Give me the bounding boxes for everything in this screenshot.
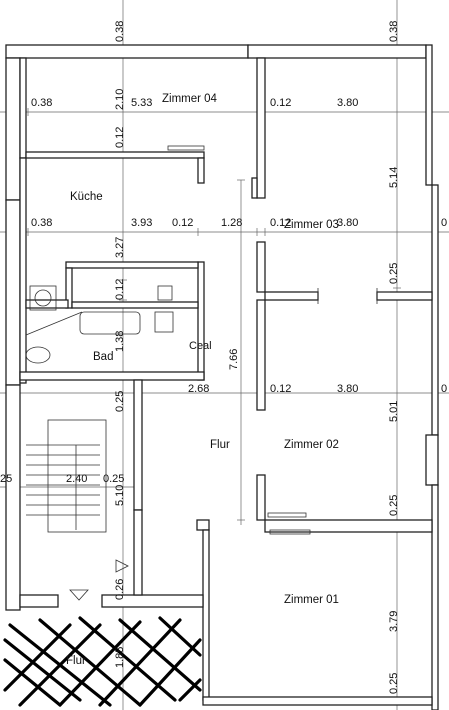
dim-012-vertical-1: 0.12 xyxy=(114,127,126,148)
hatched-area xyxy=(3,616,202,707)
room-label-flur-lower: Flur xyxy=(66,655,86,667)
room-label-flur: Flur xyxy=(210,439,230,451)
dim-510: 5.10 xyxy=(114,485,126,506)
dim-380-zimmer-04: 3.80 xyxy=(337,97,358,109)
dim-138: 1.38 xyxy=(114,331,126,352)
dim-514: 5.14 xyxy=(388,167,400,188)
room-label-zimmer-02: Zimmer 02 xyxy=(284,439,339,451)
staircase xyxy=(26,419,107,533)
dim-128: 1.28 xyxy=(221,217,242,229)
dim-026: 0.26 xyxy=(114,579,126,600)
dim-393: 3.93 xyxy=(131,217,152,229)
dim-038-top-left: 0.38 xyxy=(114,21,126,42)
dim-012-zimmer-04: 0.12 xyxy=(270,97,291,109)
dim-025-flur: 0.25 xyxy=(114,391,126,412)
dim-379: 3.79 xyxy=(388,611,400,632)
room-label-zimmer-01: Zimmer 01 xyxy=(284,594,339,606)
room-label-kueche: Küche xyxy=(70,191,103,203)
dim-327: 3.27 xyxy=(114,237,126,258)
dim-766: 7.66 xyxy=(228,349,240,370)
dim-025-stair: 0.25 xyxy=(103,473,124,485)
dim-038-top-right: 0.38 xyxy=(388,21,400,42)
dim-025-zimmer-03: 0.25 xyxy=(388,263,400,284)
dim-012-kueche: 0.12 xyxy=(172,217,193,229)
dim-185: 1.85 xyxy=(114,647,126,668)
dim-240: 2.40 xyxy=(66,473,87,485)
dim-025-zimmer-01: 0.25 xyxy=(388,495,400,516)
dim-edge-0-a: 0 xyxy=(441,217,447,229)
dim-268: 2.68 xyxy=(188,383,209,395)
dim-038-left-2: 0.38 xyxy=(31,217,52,229)
dim-210: 2.10 xyxy=(114,89,126,110)
dim-012-zimmer-02: 0.12 xyxy=(270,383,291,395)
dim-380-zimmer-03: 3.80 xyxy=(337,217,358,229)
room-label-zimmer-03: Zimmer 03 xyxy=(284,219,339,231)
dim-edge-0-b: 0 xyxy=(441,383,447,395)
dim-533: 5.33 xyxy=(131,97,152,109)
door-swings xyxy=(69,145,390,601)
dim-380-zimmer-02: 3.80 xyxy=(337,383,358,395)
dim-012-vertical-2: 0.12 xyxy=(114,279,126,300)
dim-025-bottom: 0.25 xyxy=(388,673,400,694)
room-label-zimmer-04: Zimmer 04 xyxy=(162,93,218,105)
dim-501: 5.01 xyxy=(388,401,400,422)
dim-038-left-1: 0.38 xyxy=(31,97,52,109)
walls xyxy=(5,44,439,710)
room-label-bad: Bad xyxy=(93,351,113,363)
bath-tag: Ceal xyxy=(189,340,212,352)
bath-fixtures: Ceal xyxy=(25,285,212,364)
dim-25-left: 25 xyxy=(0,473,12,485)
dim-012-zimmer-03: 0.12 xyxy=(270,217,291,229)
